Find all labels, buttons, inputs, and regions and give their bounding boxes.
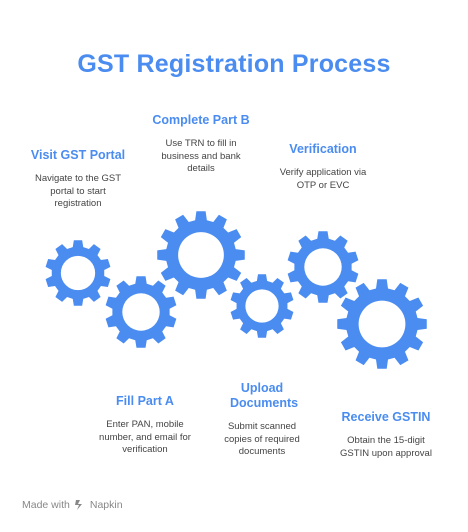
step-receive-gstin: Receive GSTIN Obtain the 15-digit GSTIN … — [328, 410, 444, 460]
napkin-logo-icon — [74, 500, 82, 510]
step-upload-documents: Upload Documents Submit scanned copies o… — [210, 381, 314, 459]
step-description: Use TRN to fill in business and bank det… — [161, 138, 241, 174]
step-description: Enter PAN, mobile number, and email for … — [99, 419, 191, 455]
step-complete-part-b: Complete Part B Use TRN to fill in busin… — [142, 113, 260, 176]
made-with-label: Made with — [22, 499, 70, 511]
step-fill-part-a: Fill Part A Enter PAN, mobile number, an… — [90, 394, 200, 457]
step-title: Complete Part B — [152, 113, 250, 127]
gear-verification-icon — [287, 231, 359, 303]
gear-fill-part-a-icon — [105, 276, 177, 348]
step-title: Fill Part A — [116, 394, 174, 408]
gear-receive-gstin-icon — [337, 279, 427, 369]
step-title: Receive GSTIN — [341, 410, 431, 424]
step-title: Upload Documents — [230, 381, 299, 410]
page-title: GST Registration Process — [77, 50, 391, 78]
gear-complete-part-b-icon — [157, 211, 245, 299]
gear-upload-documents-icon — [230, 274, 294, 338]
step-description: Navigate to the GST portal to start regi… — [34, 173, 122, 209]
step-visit-gst-portal: Visit GST Portal Navigate to the GST por… — [18, 148, 138, 211]
step-description: Submit scanned copies of required docume… — [224, 421, 300, 457]
step-description: Verify application via OTP or EVC — [279, 167, 367, 191]
step-title: Verification — [289, 142, 357, 156]
step-description: Obtain the 15-digit GSTIN upon approval — [340, 435, 432, 459]
napkin-brand-label: Napkin — [89, 499, 123, 511]
gear-visit-gst-portal-icon — [45, 240, 111, 306]
step-title: Visit GST Portal — [30, 148, 126, 162]
step-verification: Verification Verify application via OTP … — [263, 142, 383, 192]
napkin-footer: Made with Napkin — [22, 499, 123, 511]
